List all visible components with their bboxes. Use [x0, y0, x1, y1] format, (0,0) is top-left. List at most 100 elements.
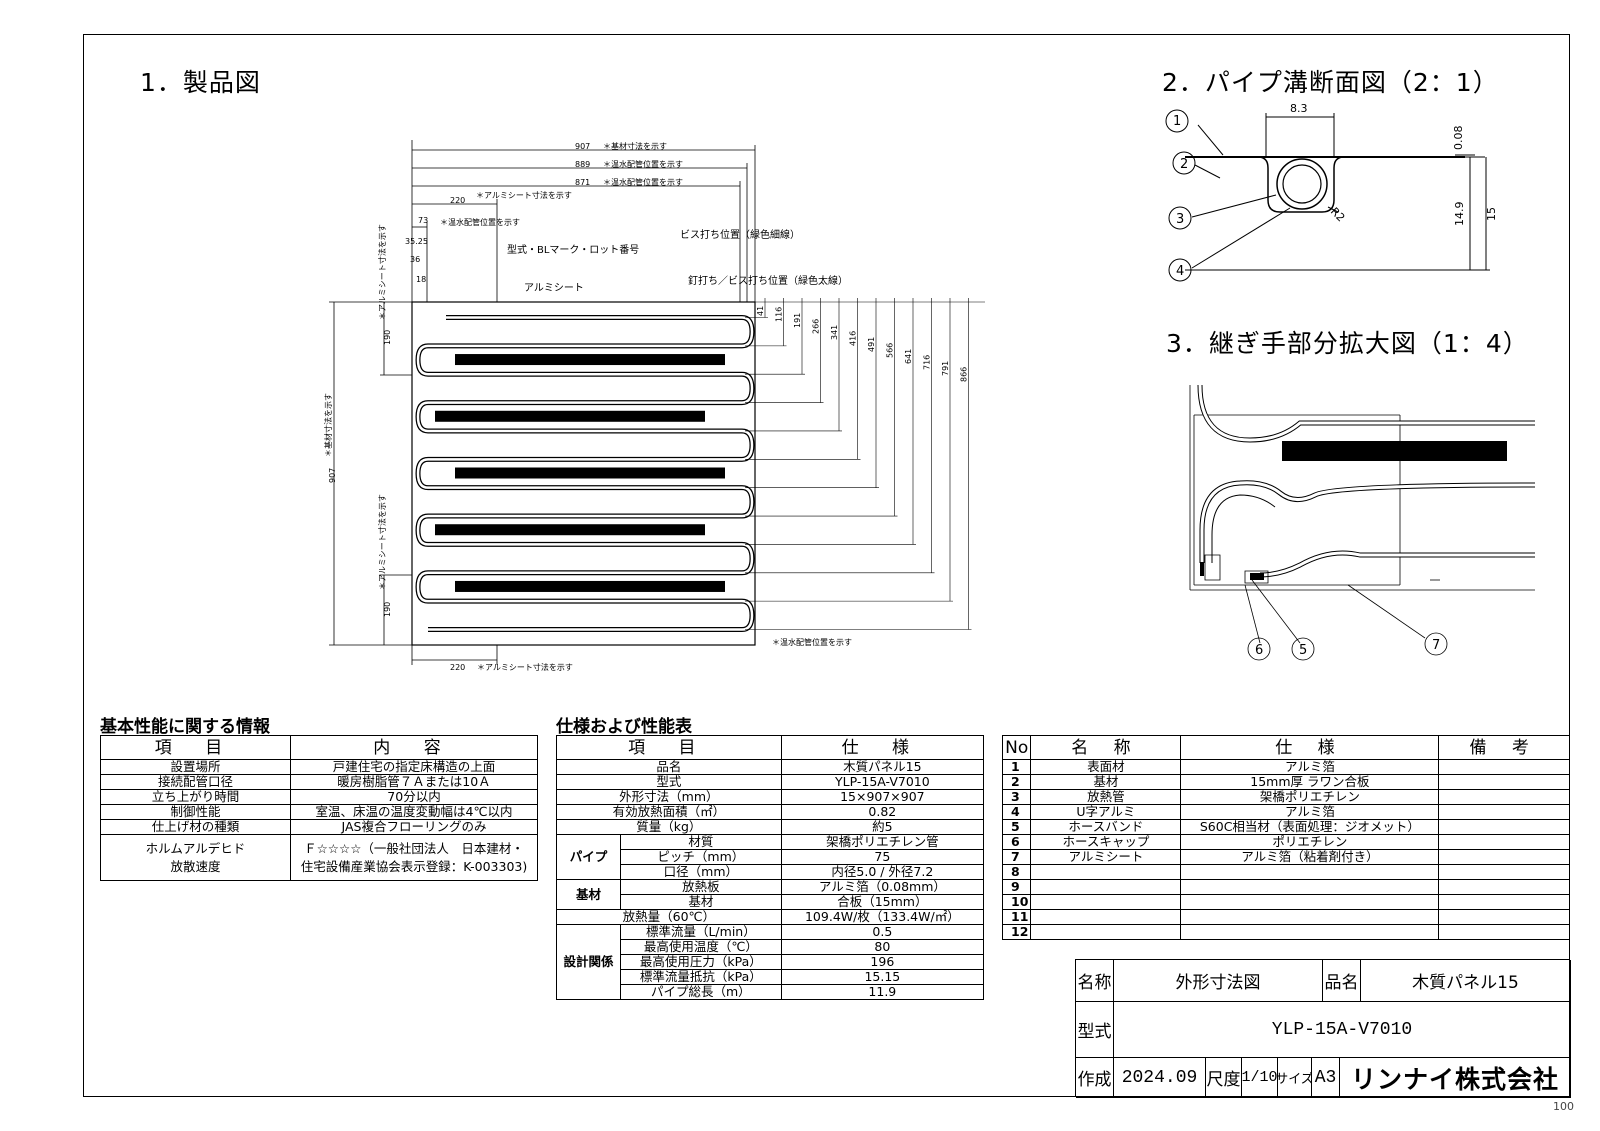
tb-product-value: 木質パネル15	[1361, 960, 1571, 1002]
spec-pipe-length-value: 11.9	[780, 984, 985, 1000]
spec-heat-output-value: 109.4W/枚（133.4W/㎡）	[780, 909, 985, 925]
spec-table-title: 仕様および性能表	[556, 717, 692, 737]
dim-73: 73	[418, 216, 428, 225]
dim-220-top: 220	[450, 196, 465, 205]
parts-row: 8	[1001, 864, 1570, 880]
tb-name-label: 名称	[1076, 960, 1114, 1002]
dim-871-note: ＊温水配管位置を示す	[603, 177, 683, 187]
tb-company: リンナイ株式会社	[1340, 1058, 1571, 1098]
spec-model-value: YLP-15A-V7010	[780, 774, 985, 790]
dim-907-left-note: ＊基材寸法を示す	[323, 393, 333, 457]
parts-spec	[1180, 879, 1440, 895]
parts-name: 放熱管	[1030, 789, 1182, 805]
parts-no: 7	[1001, 849, 1032, 865]
spec-pipe-group: パイプ	[556, 834, 621, 880]
perf-content: JAS複合フローリングのみ	[290, 819, 538, 835]
perf-content: 室温、床温の温度変動幅は4℃以内	[290, 804, 538, 820]
parts-name: U字アルミ	[1030, 804, 1182, 820]
spec-base-material-value: 合板（15mm）	[780, 894, 985, 910]
perf-header-content: 内 容	[290, 735, 538, 760]
perf-row: 設置場所戸建住宅の指定床構造の上面	[100, 759, 538, 775]
spec-name-value: 木質パネル15	[780, 759, 985, 775]
spec-size-label: 外形寸法（mm）	[556, 789, 782, 805]
pipe-depth-dim: 14.9	[1453, 202, 1466, 227]
parts-spec: アルミ箔	[1180, 759, 1440, 775]
pipe-top-dim: 0.08	[1452, 126, 1465, 151]
parts-no: 4	[1001, 804, 1032, 820]
dim-889-note: ＊温水配管位置を示す	[603, 159, 683, 169]
dim-907-left: 907	[328, 468, 337, 483]
right-dim-label: 116	[775, 307, 784, 322]
callout-7: 7	[1432, 638, 1440, 653]
tb-made-label: 作成	[1076, 1058, 1114, 1098]
right-dim-label: 716	[923, 355, 932, 370]
parts-remarks	[1438, 789, 1570, 805]
spec-pipe-pitch-label: ピッチ（mm）	[620, 849, 782, 865]
dim-190-top-note: ＊アルミシート寸法を示す	[377, 224, 387, 320]
callout-2: 2	[1180, 157, 1188, 172]
pipe-width-dim: 8.3	[1290, 102, 1308, 115]
spec-mass-value: 約5	[780, 819, 985, 835]
spec-pipe-diameter-label: 口径（mm）	[620, 864, 782, 880]
parts-no: 9	[1001, 879, 1032, 895]
spec-flow-label: 標準流量（L/min）	[620, 924, 782, 940]
dim-73-note: ＊温水配管位置を示す	[440, 217, 520, 227]
dim-190-top: 190	[383, 330, 392, 345]
parts-spec: ポリエチレン	[1180, 834, 1440, 850]
parts-header-spec: 仕 様	[1180, 735, 1440, 760]
parts-spec: 架橋ポリエチレン	[1180, 789, 1440, 805]
parts-name	[1030, 924, 1182, 940]
parts-name: アルミシート	[1030, 849, 1182, 865]
dim-190-bottom-note: ＊アルミシート寸法を示す	[377, 494, 387, 590]
parts-row: 9	[1001, 879, 1570, 895]
right-dim-label: 566	[886, 343, 895, 358]
nail-bar	[455, 580, 725, 592]
perf-item: 設置場所	[100, 759, 291, 775]
spec-heat-output-label: 放熱量（60℃）	[556, 909, 782, 925]
spec-design-group: 設計関係	[556, 924, 621, 1000]
callout-5: 5	[1299, 643, 1307, 658]
spec-max-pressure-value: 196	[780, 954, 985, 970]
heating-pipe-inner	[416, 316, 754, 631]
parts-remarks	[1438, 909, 1570, 925]
perf-item: 仕上げ材の種類	[100, 819, 291, 835]
spec-size-value: 15×907×907	[780, 789, 985, 805]
section-title-pipe-section: 2．パイプ溝断面図（2：1）	[1162, 68, 1499, 97]
spec-heat-plate-value: アルミ箔（0.08mm）	[780, 879, 985, 895]
parts-name	[1030, 879, 1182, 895]
right-dim-label: 41	[756, 306, 765, 316]
tb-made-value: 2024.09	[1114, 1058, 1206, 1098]
right-dim-label: 266	[812, 319, 821, 334]
spec-max-temp-value: 80	[780, 939, 985, 955]
basic-performance-title: 基本性能に関する情報	[100, 717, 270, 737]
parts-remarks	[1438, 864, 1570, 880]
parts-name	[1030, 909, 1182, 925]
parts-remarks	[1438, 924, 1570, 940]
right-dim-label: 641	[904, 349, 913, 364]
perf-formaldehyde-value: Ｆ☆☆☆☆（一般社団法人 日本建材・住宅設備産業協会表示登録：K-003303)	[290, 834, 538, 881]
parts-name: 基材	[1030, 774, 1182, 790]
parts-no: 5	[1001, 819, 1032, 835]
label-nail-pos: 釘打ち／ビス打ち位置（緑色太線）	[688, 274, 848, 287]
spec-area-value: 0.82	[780, 804, 985, 820]
perf-formaldehyde-item: ホルムアルデヒド放散速度	[100, 834, 291, 881]
spec-resistance-value: 15.15	[780, 969, 985, 985]
dim-871: 871	[575, 178, 590, 187]
spec-pipe-material-label: 材質	[620, 834, 782, 850]
tb-model-label: 型式	[1076, 1002, 1114, 1058]
nail-bar	[455, 467, 725, 479]
dim-35-25: 35.25	[405, 237, 428, 246]
parts-name: 表面材	[1030, 759, 1182, 775]
parts-no: 11	[1001, 909, 1032, 925]
parts-no: 6	[1001, 834, 1032, 850]
perf-item: 接続配管口径	[100, 774, 291, 790]
parts-row: 12	[1001, 924, 1570, 940]
parts-spec	[1180, 894, 1440, 910]
parts-row: 11	[1001, 909, 1570, 925]
